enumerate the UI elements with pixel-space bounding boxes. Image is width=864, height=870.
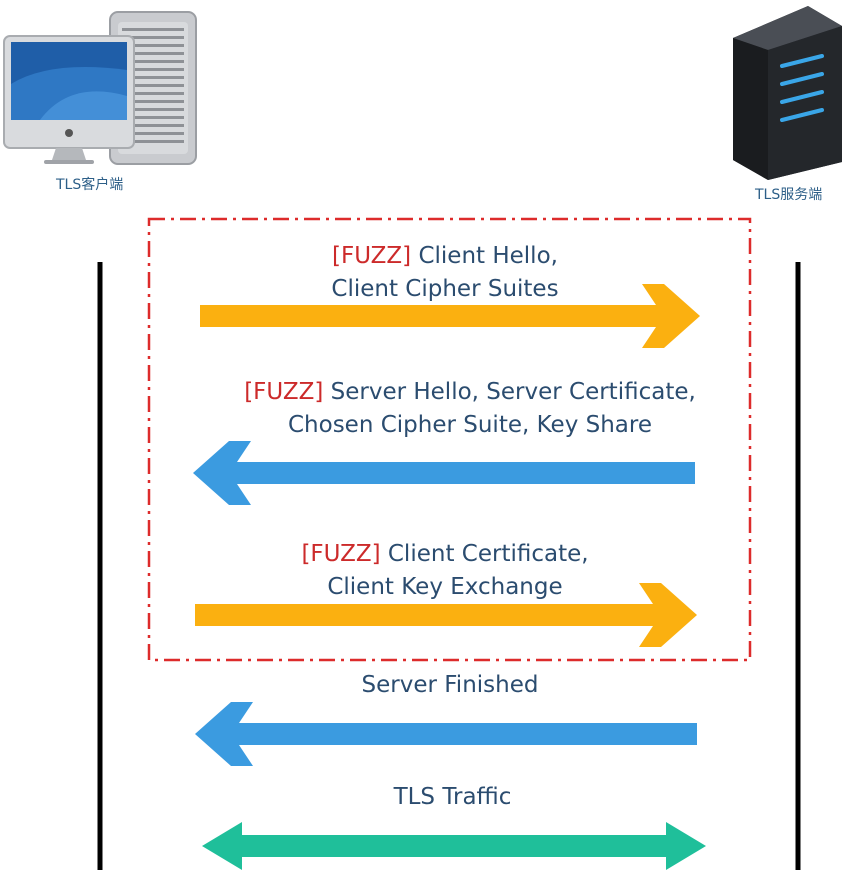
message-label-server-finished: Server Finished bbox=[200, 669, 700, 702]
fuzz-tag: [FUZZ] bbox=[244, 379, 324, 405]
desktop-computer-icon bbox=[3, 11, 197, 165]
message-line: Chosen Cipher Suite, Key Share bbox=[287, 412, 652, 438]
message-arrow-client-hello bbox=[200, 284, 700, 348]
message-arrow-tls-traffic bbox=[202, 822, 706, 870]
fuzz-region-box bbox=[147, 217, 752, 662]
message-line: Client Hello, bbox=[418, 243, 558, 269]
message-label-client-hello: [FUZZ] Client Hello, Client Cipher Suite… bbox=[200, 240, 690, 306]
client-label: TLS客户端 bbox=[56, 177, 124, 193]
message-label-server-hello: [FUZZ] Server Hello, Server Certificate,… bbox=[200, 376, 740, 442]
fuzz-tag: [FUZZ] bbox=[301, 541, 381, 567]
message-arrow-client-cert bbox=[195, 583, 697, 647]
server-tower-icon bbox=[733, 6, 842, 180]
message-arrow-server-hello bbox=[193, 441, 695, 505]
message-line: Client Certificate, bbox=[387, 541, 589, 567]
message-line: Server Finished bbox=[361, 672, 539, 698]
fuzz-tag: [FUZZ] bbox=[332, 243, 412, 269]
server-label: TLS服务端 bbox=[755, 187, 823, 203]
message-line: Client Key Exchange bbox=[327, 574, 563, 600]
message-line: Client Cipher Suites bbox=[331, 276, 559, 302]
message-label-client-cert: [FUZZ] Client Certificate, Client Key Ex… bbox=[200, 538, 690, 604]
message-line: TLS Traffic bbox=[393, 784, 512, 810]
message-label-tls-traffic: TLS Traffic bbox=[200, 781, 705, 814]
message-arrow-server-finished bbox=[195, 702, 697, 766]
message-line: Server Hello, Server Certificate, bbox=[330, 379, 696, 405]
